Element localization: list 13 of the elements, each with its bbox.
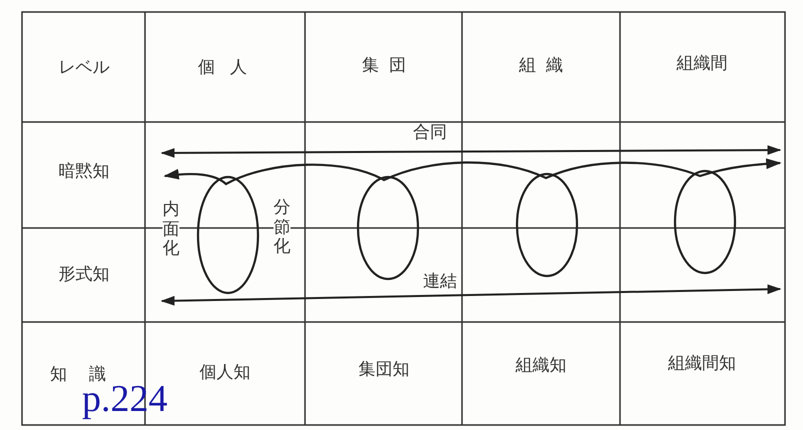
spiral-label: 連結 xyxy=(423,272,457,292)
column-header: 組織 xyxy=(518,56,574,76)
cell-text: 集団知 xyxy=(358,360,410,380)
cell-text: 組織知 xyxy=(516,356,566,376)
column-header: 個人 xyxy=(198,58,262,78)
column-header: レベル xyxy=(58,58,110,78)
row-header: 形式知 xyxy=(58,266,110,284)
row-header: 暗黙知 xyxy=(58,162,110,182)
column-header: 組織間 xyxy=(676,54,728,74)
spiral-label: 合同 xyxy=(413,124,447,142)
cell-text: 組織間知 xyxy=(668,354,736,374)
column-header: 集団 xyxy=(362,56,416,76)
cell-text: 個人知 xyxy=(200,364,250,382)
